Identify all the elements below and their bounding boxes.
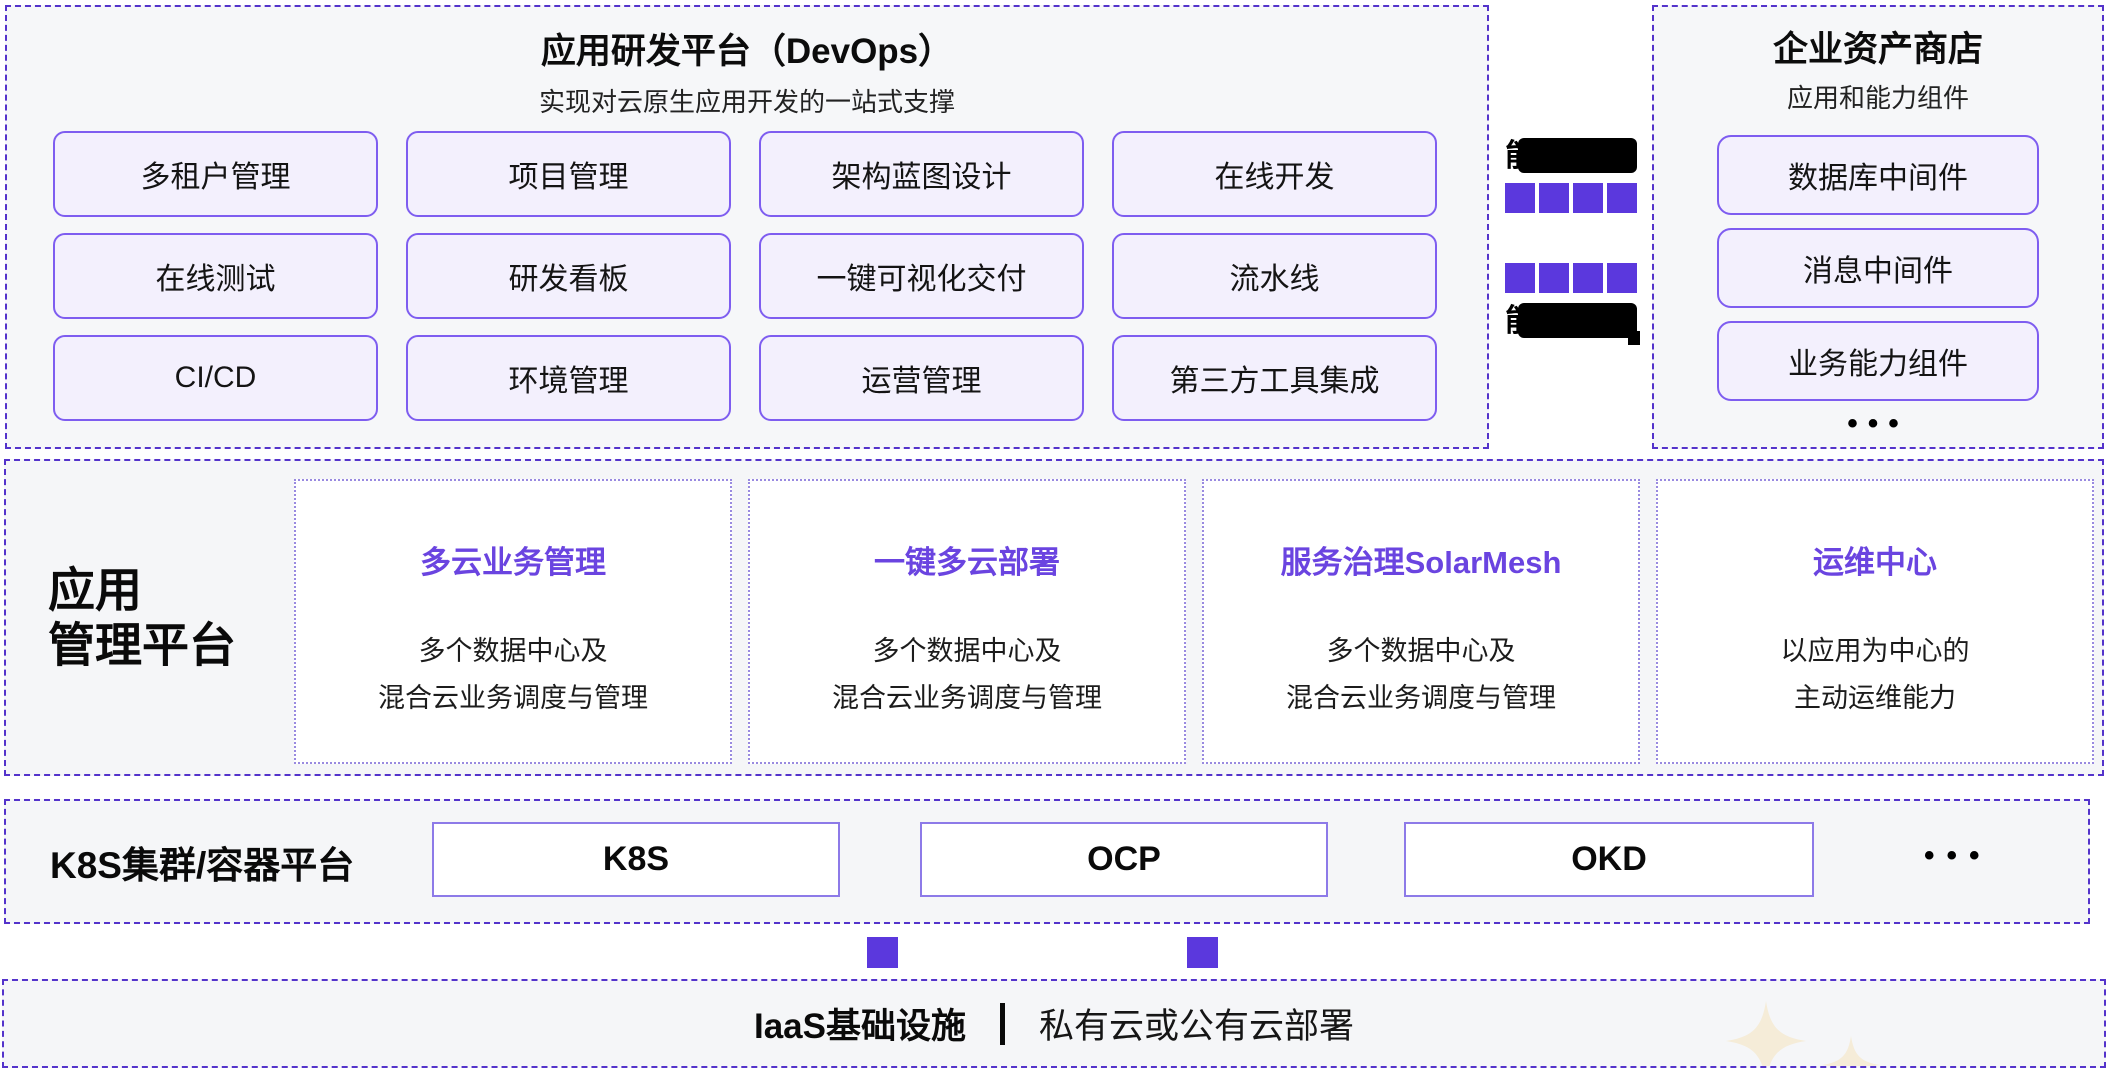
capability-square bbox=[1607, 183, 1637, 213]
app-management-cards: 多云业务管理 多个数据中心及 混合云业务调度与管理 一键多云部署 多个数据中心及… bbox=[294, 479, 2094, 764]
feature-box-one-click-delivery: 一键可视化交付 bbox=[759, 233, 1084, 319]
capability-square bbox=[1573, 263, 1603, 293]
feature-box-3rd-party-tools: 第三方工具集成 bbox=[1112, 335, 1437, 421]
capability-label-top: 能 bbox=[1505, 138, 1637, 173]
card-description: 多个数据中心及 混合云业务调度与管理 bbox=[1286, 636, 1556, 714]
feature-box-ops-mgmt: 运营管理 bbox=[759, 335, 1084, 421]
sparkle-icon bbox=[1726, 1001, 1806, 1066]
asset-box-database-middleware: 数据库中间件 bbox=[1717, 135, 2039, 215]
feature-box-cicd: CI/CD bbox=[53, 335, 378, 421]
feature-box-multi-tenant: 多租户管理 bbox=[53, 131, 378, 217]
asset-store-subtitle: 应用和能力组件 bbox=[1786, 83, 1969, 113]
capability-square bbox=[1505, 263, 1535, 293]
card-title: 服务治理SolarMesh bbox=[1280, 545, 1562, 580]
card-ops-center: 运维中心 以应用为中心的 主动运维能力 bbox=[1656, 479, 2094, 764]
asset-store-panel: 企业资产商店 应用和能力组件 数据库中间件 消息中间件 业务能力组件 ••• bbox=[1652, 5, 2104, 449]
card-multicloud-business-mgmt: 多云业务管理 多个数据中心及 混合云业务调度与管理 bbox=[294, 479, 732, 764]
card-title: 多云业务管理 bbox=[420, 545, 606, 580]
k8s-platform-band: K8S集群/容器平台 K8S OCP OKD ••• bbox=[4, 799, 2090, 924]
devops-feature-grid: 多租户管理 项目管理 架构蓝图设计 在线开发 在线测试 研发看板 一键可视化交付… bbox=[53, 131, 1437, 421]
card-description: 多个数据中心及 混合云业务调度与管理 bbox=[378, 636, 648, 714]
devops-panel-title: 应用研发平台（DevOps） bbox=[540, 32, 954, 71]
devops-panel-subtitle: 实现对云原生应用开发的一站式支撑 bbox=[538, 87, 955, 117]
card-description: 多个数据中心及 混合云业务调度与管理 bbox=[832, 636, 1102, 714]
capability-strip: 能 能 bbox=[1505, 138, 1640, 348]
feature-box-online-dev: 在线开发 bbox=[1112, 131, 1437, 217]
k8s-band-label: K8S集群/容器平台 bbox=[50, 844, 355, 886]
feature-box-env-mgmt: 环境管理 bbox=[406, 335, 731, 421]
iaas-band-title: IaaS基础设施 bbox=[753, 1007, 966, 1046]
divider bbox=[999, 1002, 1005, 1045]
ellipsis-icon: ••• bbox=[1924, 839, 1992, 872]
redacted-bar bbox=[1518, 138, 1637, 173]
feature-box-project-mgmt: 项目管理 bbox=[406, 131, 731, 217]
feature-box-pipeline: 流水线 bbox=[1112, 233, 1437, 319]
capability-square bbox=[1539, 263, 1569, 293]
app-management-label: 应用 管理平台 bbox=[48, 563, 236, 672]
k8s-box: K8S bbox=[432, 822, 840, 897]
card-service-governance-solarmesh: 服务治理SolarMesh 多个数据中心及 混合云业务调度与管理 bbox=[1202, 479, 1640, 764]
asset-store-items: 数据库中间件 消息中间件 业务能力组件 bbox=[1654, 135, 2102, 401]
okd-box: OKD bbox=[1404, 822, 1814, 897]
asset-box-business-capability: 业务能力组件 bbox=[1717, 321, 2039, 401]
sparkle-icon bbox=[1822, 1036, 1880, 1066]
capability-square bbox=[1505, 183, 1535, 213]
feature-box-online-test: 在线测试 bbox=[53, 233, 378, 319]
iaas-band-subtitle: 私有云或公有云部署 bbox=[1038, 1007, 1354, 1046]
connector-square bbox=[867, 937, 898, 968]
card-title: 一键多云部署 bbox=[874, 545, 1060, 580]
ellipsis-icon: ••• bbox=[1847, 407, 1909, 440]
asset-box-message-middleware: 消息中间件 bbox=[1717, 228, 2039, 308]
capability-squares-row-2 bbox=[1505, 263, 1637, 293]
card-one-click-multicloud-deploy: 一键多云部署 多个数据中心及 混合云业务调度与管理 bbox=[748, 479, 1186, 764]
redacted-bar-fragment bbox=[1628, 331, 1640, 345]
capability-square bbox=[1607, 263, 1637, 293]
redacted-bar bbox=[1518, 303, 1637, 338]
capability-squares-row-1 bbox=[1505, 183, 1637, 213]
asset-store-title: 企业资产商店 bbox=[1772, 30, 1983, 69]
app-management-band: 应用 管理平台 多云业务管理 多个数据中心及 混合云业务调度与管理 一键多云部署… bbox=[4, 459, 2104, 776]
devops-platform-panel: 应用研发平台（DevOps） 实现对云原生应用开发的一站式支撑 多租户管理 项目… bbox=[5, 5, 1489, 449]
connector-square bbox=[1187, 937, 1218, 968]
card-title: 运维中心 bbox=[1813, 545, 1937, 580]
feature-box-dev-kanban: 研发看板 bbox=[406, 233, 731, 319]
capability-square bbox=[1573, 183, 1603, 213]
iaas-band: IaaS基础设施 私有云或公有云部署 bbox=[2, 979, 2106, 1068]
feature-box-blueprint-design: 架构蓝图设计 bbox=[759, 131, 1084, 217]
capability-label-bottom: 能 bbox=[1505, 303, 1640, 345]
card-description: 以应用为中心的 主动运维能力 bbox=[1780, 636, 1970, 714]
ocp-box: OCP bbox=[920, 822, 1328, 897]
capability-square bbox=[1539, 183, 1569, 213]
